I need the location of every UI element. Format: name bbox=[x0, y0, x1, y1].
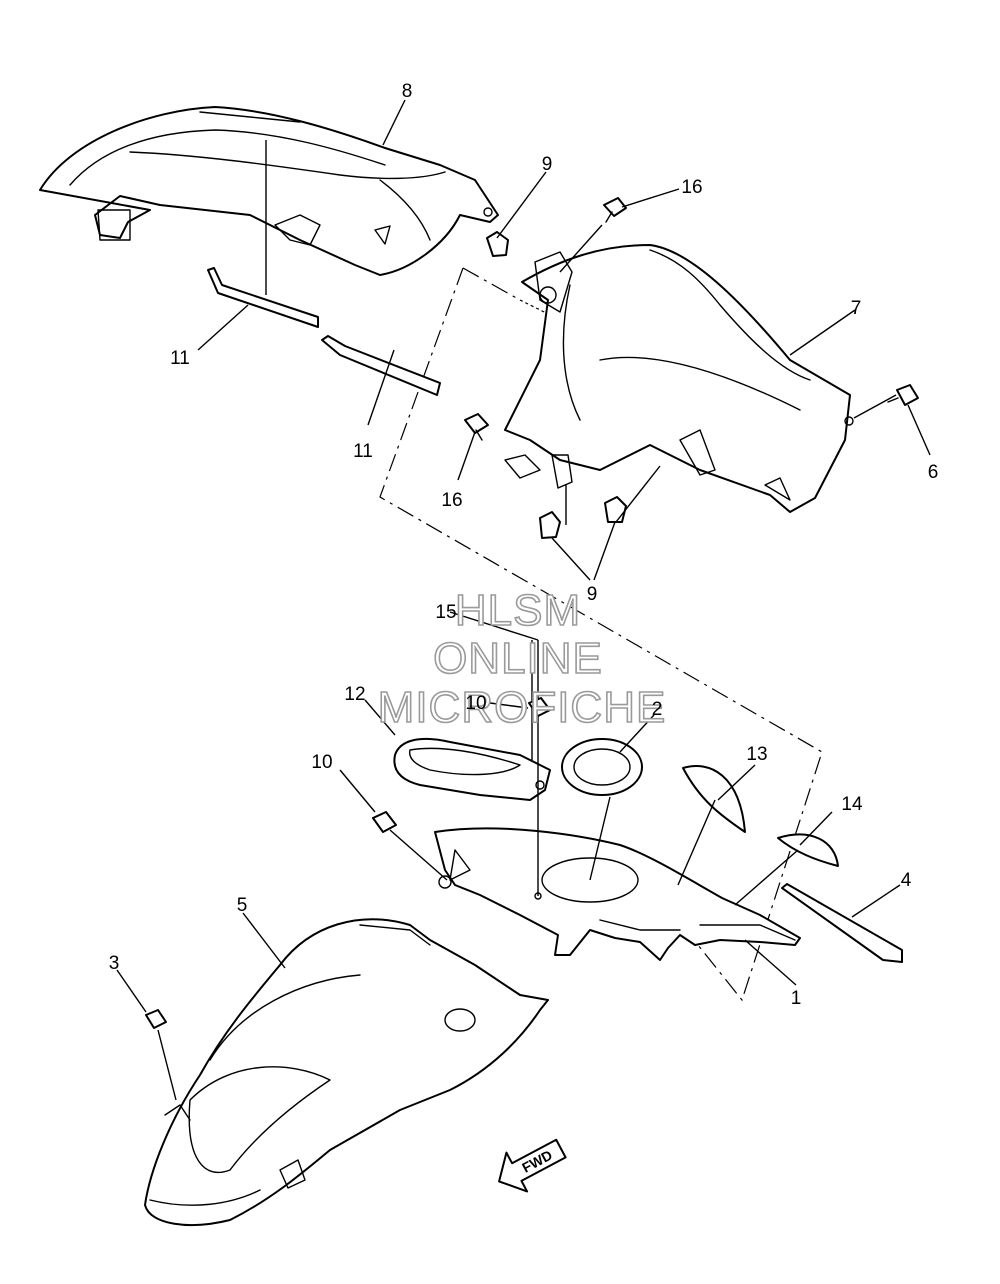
callout-16-top[interactable]: 16 bbox=[681, 177, 702, 198]
callout-9-top[interactable]: 9 bbox=[542, 154, 553, 175]
callout-13[interactable]: 13 bbox=[746, 744, 767, 765]
leader-lines bbox=[116, 99, 931, 1013]
callout-6[interactable]: 6 bbox=[928, 462, 939, 483]
part-11-trim-strip-lower[interactable] bbox=[321, 335, 441, 396]
part-13-label[interactable] bbox=[682, 765, 746, 833]
watermark-line-1: HLSM bbox=[455, 586, 581, 635]
part-12-inner-duct[interactable] bbox=[393, 737, 551, 801]
watermark-line-2: ONLINE bbox=[433, 634, 603, 683]
callout-10-center[interactable]: 10 bbox=[465, 693, 486, 714]
part-1-lower-panel[interactable] bbox=[434, 827, 801, 961]
callout-2[interactable]: 2 bbox=[652, 699, 663, 720]
part-9-clip-lower-left[interactable] bbox=[539, 511, 561, 539]
callout-12[interactable]: 12 bbox=[344, 684, 365, 705]
part-6-bolt[interactable] bbox=[887, 384, 919, 406]
part-9-clip-top[interactable] bbox=[486, 231, 509, 257]
callout-8[interactable]: 8 bbox=[402, 81, 413, 102]
part-10-screw-left[interactable] bbox=[372, 811, 448, 881]
callout-15[interactable]: 15 bbox=[435, 602, 456, 623]
part-10-screw-center[interactable] bbox=[528, 697, 551, 717]
part-15-guide-line bbox=[531, 640, 539, 896]
callout-16-left[interactable]: 16 bbox=[441, 490, 462, 511]
part-4-strip[interactable] bbox=[781, 883, 903, 963]
part-11-trim-strip-upper[interactable] bbox=[207, 267, 319, 328]
part-5-front-cover[interactable] bbox=[144, 918, 549, 1226]
part-2-grommet[interactable] bbox=[561, 738, 643, 796]
part-3-bolt[interactable] bbox=[145, 1009, 177, 1101]
fwd-arrow-icon: FWD bbox=[498, 1138, 567, 1193]
callout-5[interactable]: 5 bbox=[237, 895, 248, 916]
callout-10-left[interactable]: 10 bbox=[311, 752, 332, 773]
part-8-upper-cover[interactable] bbox=[39, 106, 499, 276]
part-14-label[interactable] bbox=[777, 833, 839, 867]
callout-1[interactable]: 1 bbox=[791, 988, 802, 1009]
callout-3[interactable]: 3 bbox=[109, 953, 120, 974]
part-16-bolt-lower[interactable] bbox=[464, 413, 489, 441]
callout-11-left[interactable]: 11 bbox=[170, 348, 190, 369]
callout-11-right[interactable]: 11 bbox=[353, 441, 373, 462]
callout-14[interactable]: 14 bbox=[841, 794, 863, 815]
part-7-side-cover[interactable] bbox=[504, 244, 854, 513]
callout-4[interactable]: 4 bbox=[901, 870, 912, 891]
callouts: 1 2 3 4 5 6 7 8 9 9 10 10 11 11 12 13 14… bbox=[109, 81, 939, 1009]
part-16-bolt-upper[interactable] bbox=[603, 197, 627, 223]
callout-7[interactable]: 7 bbox=[851, 298, 862, 319]
callout-9-bottom[interactable]: 9 bbox=[587, 584, 598, 605]
part-9-clip-lower-right[interactable] bbox=[604, 496, 627, 523]
watermark-line-3: MICROFICHE bbox=[378, 683, 667, 732]
watermark: HLSM ONLINE MICROFICHE bbox=[377, 585, 667, 733]
